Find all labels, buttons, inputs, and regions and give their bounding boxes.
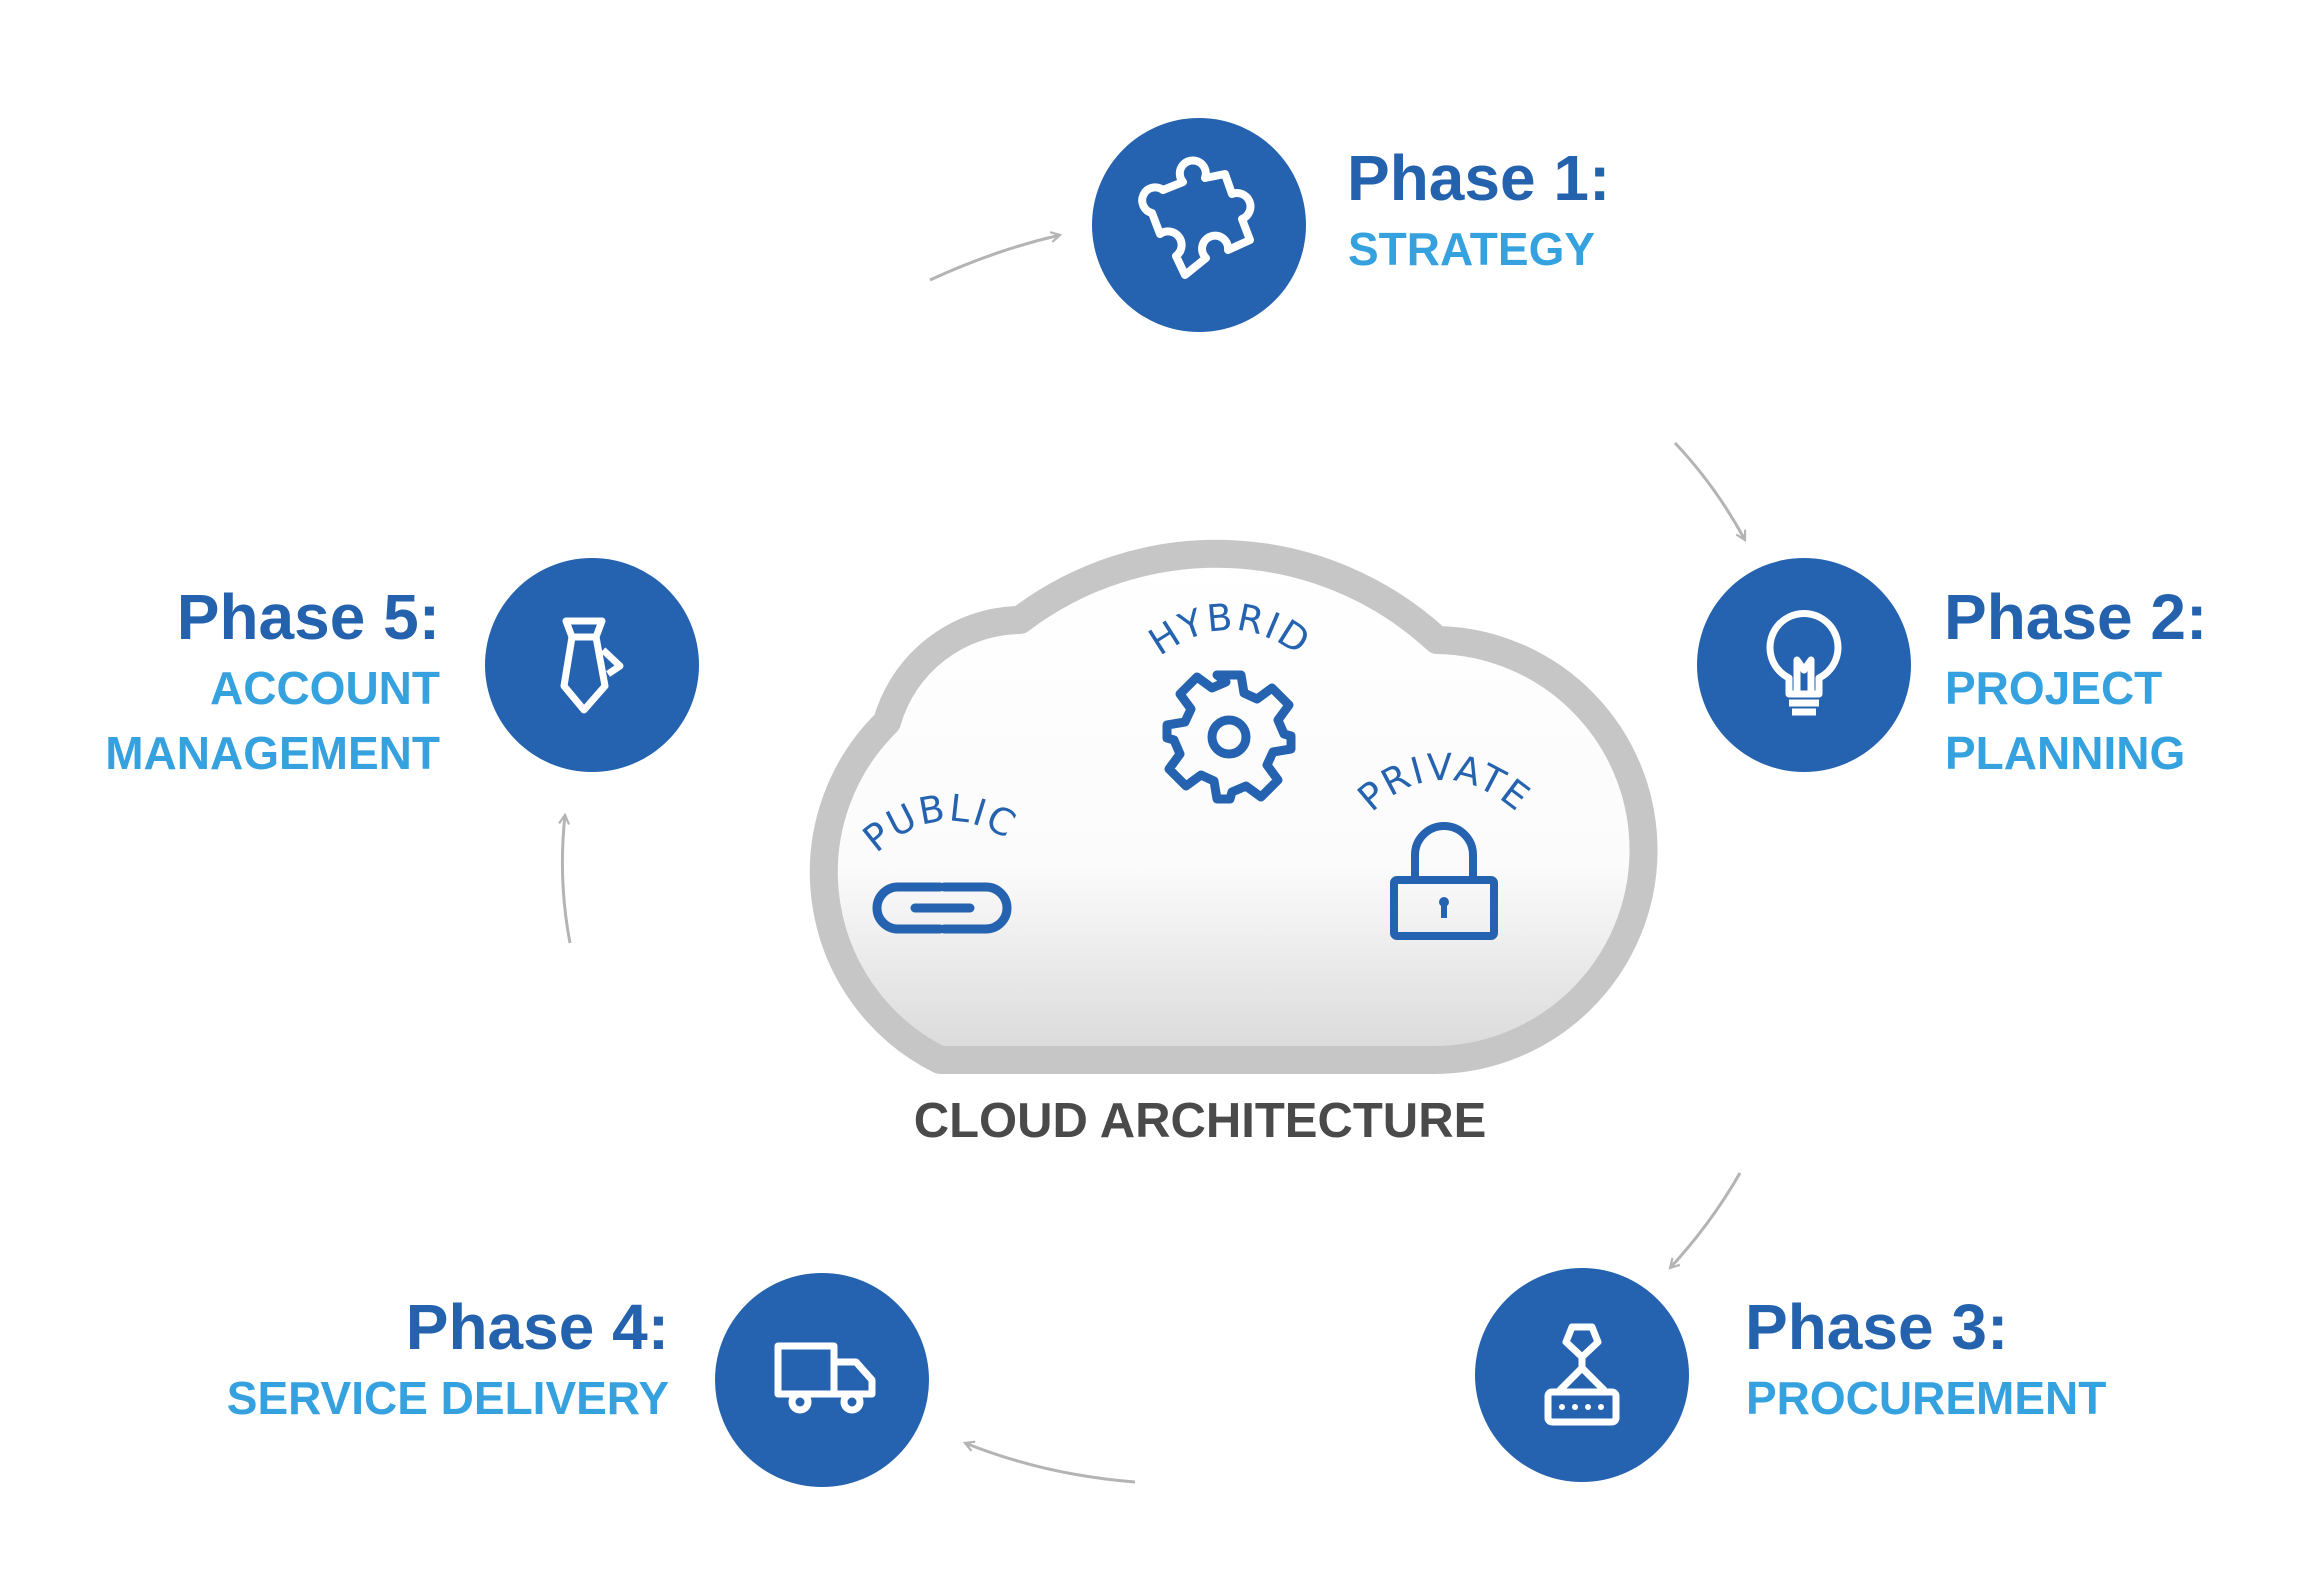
phase-2-title: Phase 2: xyxy=(1944,581,2207,653)
chain-link-icon xyxy=(872,882,1012,934)
phase-1-title: Phase 1: xyxy=(1347,142,1610,214)
phase-4-circle xyxy=(715,1273,929,1487)
arrow-phase1-to-phase2 xyxy=(1673,441,1747,540)
phase-4: Phase 4: SERVICE DELIVERY xyxy=(227,1273,929,1487)
phase-4-subtitle: SERVICE DELIVERY xyxy=(227,1372,669,1424)
phase-5: Phase 5: ACCOUNT MANAGEMENT xyxy=(105,558,699,779)
phase-3: Phase 3: PROCUREMENT xyxy=(1475,1268,2106,1482)
puzzle-piece-icon xyxy=(1138,156,1255,279)
phase-5-subtitle-line1: ACCOUNT xyxy=(210,662,440,714)
cloud-caption: CLOUD ARCHITECTURE xyxy=(914,1094,1487,1148)
arrow-phase2-to-phase3 xyxy=(1670,1172,1742,1268)
phase-1: Phase 1: STRATEGY xyxy=(1092,118,1610,332)
phase-5-circle xyxy=(485,558,699,772)
phase-2-subtitle-line1: PROJECT xyxy=(1945,662,2162,714)
phase-5-subtitle-line2: MANAGEMENT xyxy=(105,727,440,779)
cloud-architecture: PUBLIC HYBRID PRIVATE CLOUD ARCHITECTURE xyxy=(809,539,1658,1148)
phase-2: Phase 2: PROJECT PLANNING xyxy=(1697,558,2207,779)
phase-1-circle xyxy=(1092,118,1306,332)
phase-5-title: Phase 5: xyxy=(177,581,440,653)
crane-hook-icon xyxy=(1544,1323,1620,1426)
padlock-icon xyxy=(1390,822,1498,940)
lightbulb-icon xyxy=(1766,609,1842,716)
phase-3-subtitle: PROCUREMENT xyxy=(1746,1372,2106,1424)
arrow-phase5-to-phase1 xyxy=(929,235,1060,282)
phase-3-title: Phase 3: xyxy=(1745,1291,2008,1363)
phase-1-subtitle: STRATEGY xyxy=(1348,223,1595,275)
phase-2-subtitle-line2: PLANNING xyxy=(1945,727,2185,779)
phase-3-circle xyxy=(1475,1268,1689,1482)
cycle-arrows xyxy=(562,235,1747,1484)
gear-icon xyxy=(1162,670,1296,804)
necktie-icon xyxy=(560,617,624,714)
phase-4-title: Phase 4: xyxy=(406,1291,669,1363)
arrow-phase3-to-phase4 xyxy=(965,1443,1136,1484)
arrow-phase4-to-phase5 xyxy=(562,815,572,944)
delivery-truck-icon xyxy=(774,1342,876,1414)
